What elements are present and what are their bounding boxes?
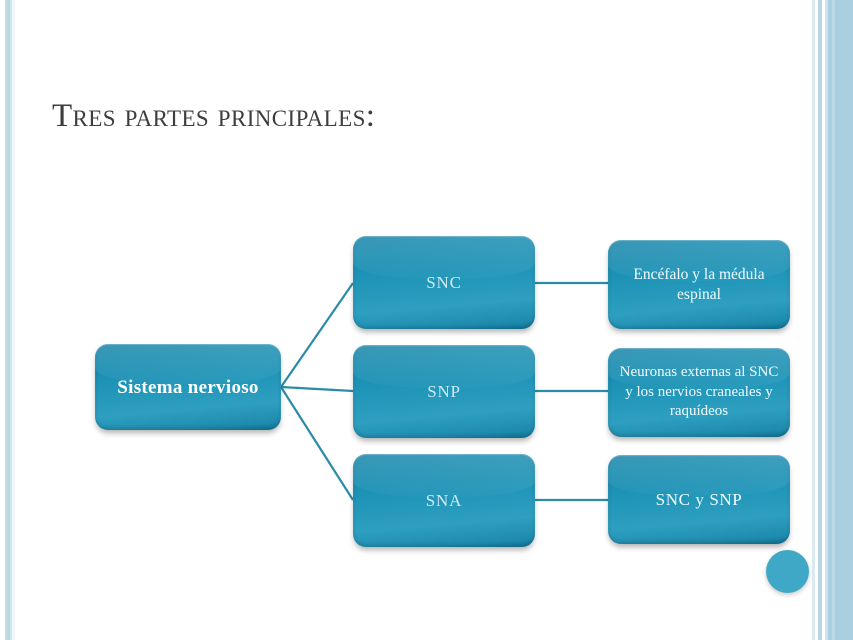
right-stripe [832, 0, 835, 640]
right-stripe [812, 0, 815, 640]
connector-root-to-sna [280, 386, 354, 501]
node-snp-detail[interactable]: Neuronas externas al SNC y los nervios c… [608, 348, 790, 437]
right-stripe [825, 0, 828, 640]
left-stripe [7, 0, 10, 640]
right-stripe [822, 0, 825, 640]
right-stripe [828, 0, 832, 640]
node-snp[interactable]: SNP [353, 345, 535, 438]
node-snc-label: SNC [426, 272, 462, 292]
right-stripe [839, 0, 853, 640]
right-stripe [835, 0, 839, 640]
connector-root-to-snp [280, 385, 354, 393]
node-sistema-nervioso-label: Sistema nervioso [117, 376, 259, 398]
node-sistema-nervioso[interactable]: Sistema nervioso [95, 344, 281, 430]
node-snp-detail-label: Neuronas externas al SNC y los nervios c… [619, 364, 779, 420]
node-snp-label: SNP [427, 381, 461, 401]
left-stripe [5, 0, 7, 640]
left-stripe [12, 0, 15, 640]
node-snc-detail-label: Encéfalo y la médula espinal [633, 265, 765, 303]
node-sna-label: SNA [425, 490, 463, 510]
node-snc[interactable]: SNC [353, 236, 535, 329]
right-stripe [818, 0, 822, 640]
node-sna-detail[interactable]: SNC y SNP [608, 455, 790, 544]
node-sna-detail-label: SNC y SNP [655, 489, 743, 509]
right-stripe [815, 0, 818, 640]
node-snc-detail[interactable]: Encéfalo y la médula espinal [608, 240, 790, 329]
left-stripe [10, 0, 12, 640]
decorative-circle [766, 550, 809, 593]
connector-root-to-snc [280, 282, 354, 388]
slide-title: Tres partes principales: [52, 98, 376, 134]
node-sna[interactable]: SNA [353, 454, 535, 547]
